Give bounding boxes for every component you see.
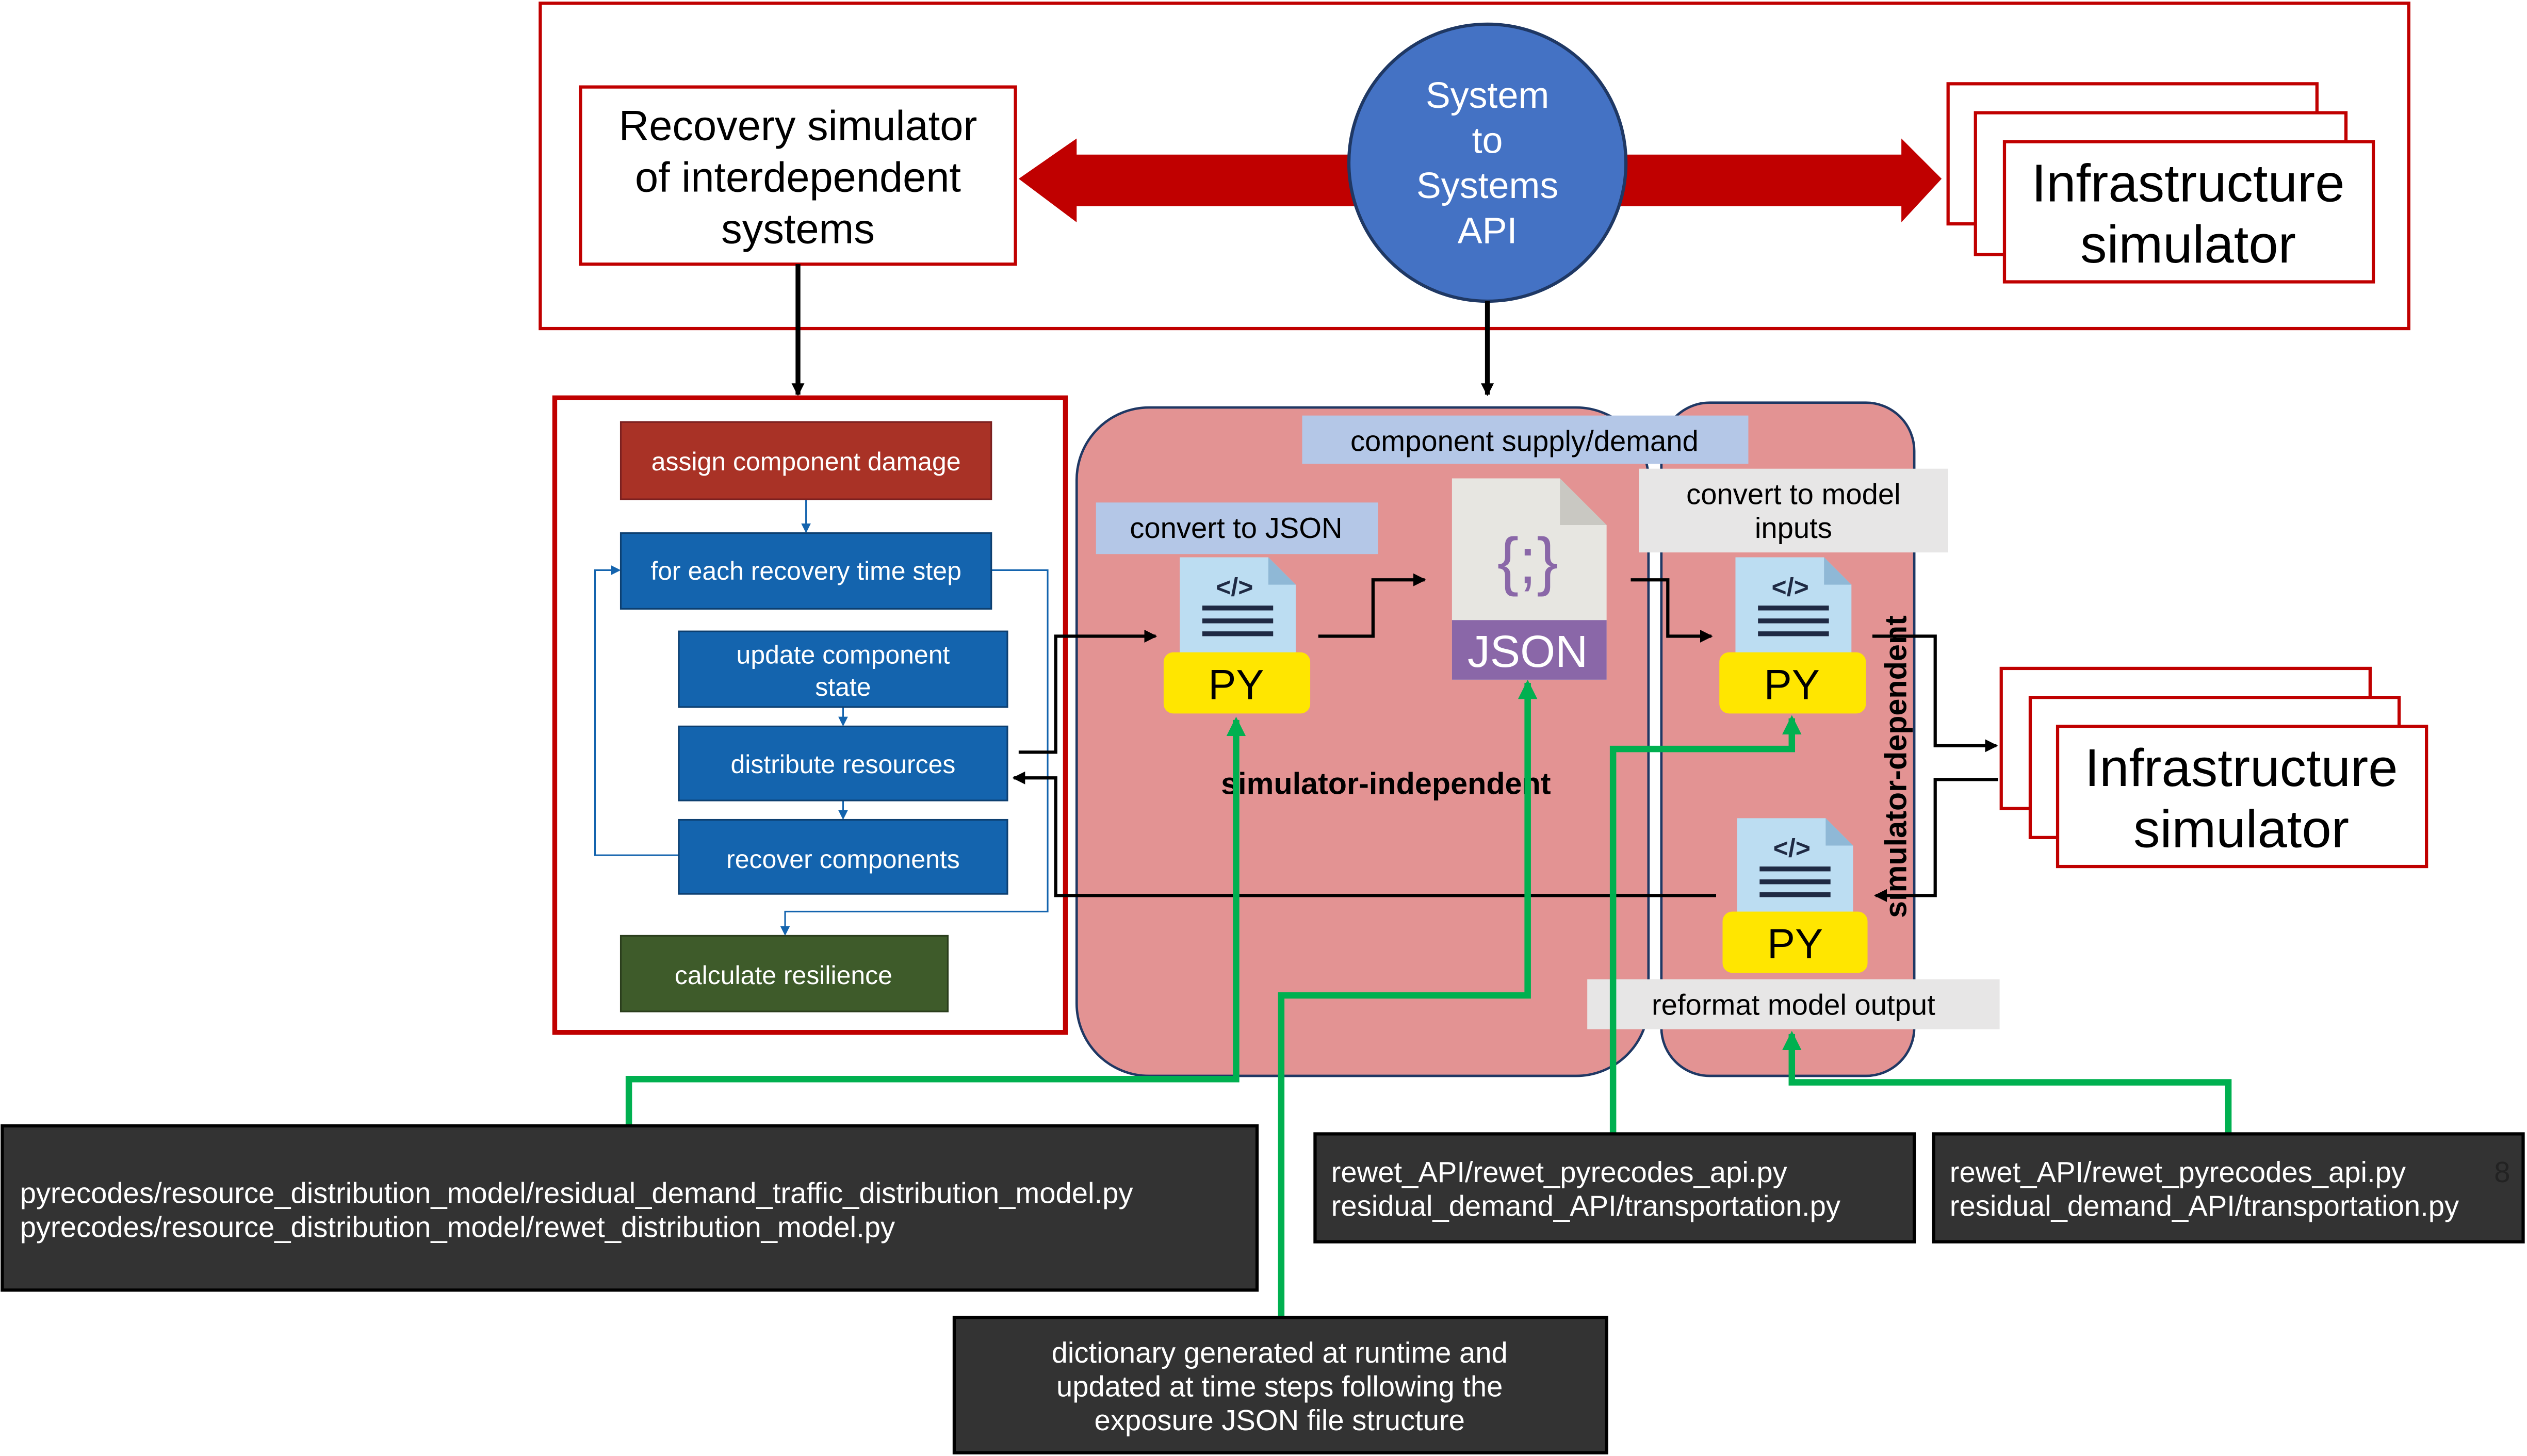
infrastructure-simulator-stack-bottom: Infrastructure simulator (1999, 666, 2428, 869)
supply-demand-label: component supply/demand (1302, 415, 1749, 464)
green-links (625, 679, 2232, 1318)
label-text: convert to JSON (1130, 512, 1342, 544)
label-text: convert to model (1686, 478, 1901, 510)
api-label: System (1426, 75, 1549, 116)
note-text: rewet_API/rewet_pyrecodes_api.py (1950, 1156, 2406, 1188)
label-text: inputs (1755, 512, 1832, 544)
note-text: residual_demand_API/transportation.py (1950, 1190, 2459, 1222)
py-label: PY (1767, 921, 1823, 968)
simulator-independent-label: simulator-independent (1221, 766, 1551, 801)
api-circle: System to Systems API (1347, 22, 1628, 303)
update-state-step: update component state (678, 630, 1008, 708)
distribute-step: distribute resources (678, 725, 1008, 801)
python-file-icon: </> (1737, 818, 1853, 918)
step-label: distribute resources (730, 750, 955, 779)
step-label: state (815, 673, 871, 701)
py-label: PY (1764, 662, 1820, 708)
step-label: recover components (726, 845, 960, 874)
py-label: PY (1208, 662, 1264, 708)
json-label: JSON (1468, 626, 1588, 677)
note-text: rewet_API/rewet_pyrecodes_api.py (1331, 1156, 1787, 1188)
flow-arrows (1012, 573, 1998, 902)
note-text: updated at time steps following the (1056, 1370, 1503, 1402)
json-file-icon: {;} JSON (1452, 478, 1607, 680)
convert-json-label: convert to JSON (1096, 502, 1378, 554)
code-glyph: </> (1772, 572, 1809, 601)
note-text: exposure JSON file structure (1095, 1404, 1465, 1436)
reformat-output-label: reformat model output (1587, 979, 2000, 1029)
note-dictionary: dictionary generated at runtime and upda… (952, 1316, 1608, 1454)
for-each-step: for each recovery time step (619, 532, 992, 610)
note-stray-char: 8 (2494, 1156, 2510, 1188)
json-braces: {;} (1497, 525, 1558, 597)
recover-step: recover components (678, 819, 1008, 895)
infrastructure-label: Infrastructure (2085, 738, 2398, 797)
step-label: update component (737, 641, 950, 669)
recovery-simulator-label: of interdependent (635, 155, 961, 201)
step-label: assign component damage (651, 447, 961, 476)
py-badge (1719, 652, 1866, 714)
workflow-connectors (594, 499, 1049, 936)
assign-damage-step: assign component damage (619, 421, 992, 500)
simulator-dependent-label: simulator-dependent (1878, 615, 1913, 918)
convert-model-inputs-label: convert to model inputs (1639, 468, 1948, 553)
resilience-step: calculate resilience (619, 935, 949, 1012)
infrastructure-label: simulator (2133, 799, 2349, 859)
label-text: component supply/demand (1350, 424, 1699, 457)
workflow-frame (552, 395, 1068, 1035)
recovery-simulator-label: systems (721, 206, 875, 253)
infrastructure-label: Infrastructure (2031, 153, 2344, 212)
step-label: calculate resilience (675, 961, 892, 990)
recovery-simulator-label: Recovery simulator (619, 103, 977, 150)
infrastructure-label: simulator (2080, 215, 2296, 274)
note-text: residual_demand_API/transportation.py (1331, 1190, 1840, 1222)
python-file-icon: </> (1735, 557, 1852, 658)
note-text: dictionary generated at runtime and (1052, 1336, 1508, 1369)
py-badge (1163, 652, 1311, 714)
infrastructure-simulator-stack-top: Infrastructure simulator (1946, 82, 2375, 284)
python-file-icon: </> (1180, 557, 1296, 658)
note-far-right: rewet_API/rewet_pyrecodes_api.py 8 resid… (1932, 1132, 2525, 1244)
py-badge (1722, 911, 1868, 973)
code-glyph: </> (1773, 833, 1811, 862)
note-left: pyrecodes/resource_distribution_model/re… (1, 1124, 1259, 1292)
step-label: for each recovery time step (650, 557, 961, 585)
api-label: Systems (1416, 165, 1558, 206)
note-middle-right: rewet_API/rewet_pyrecodes_api.py residua… (1313, 1132, 1916, 1244)
label-text: reformat model output (1652, 988, 1935, 1021)
note-text: pyrecodes/resource_distribution_model/re… (20, 1177, 1133, 1209)
top-frame (539, 2, 2410, 331)
recovery-simulator-box: Recovery simulator of interdependent sys… (579, 85, 1017, 266)
api-label: to (1472, 120, 1503, 161)
api-label: API (1458, 210, 1518, 252)
code-glyph: </> (1216, 572, 1253, 601)
note-text: pyrecodes/resource_distribution_model/re… (20, 1210, 895, 1243)
